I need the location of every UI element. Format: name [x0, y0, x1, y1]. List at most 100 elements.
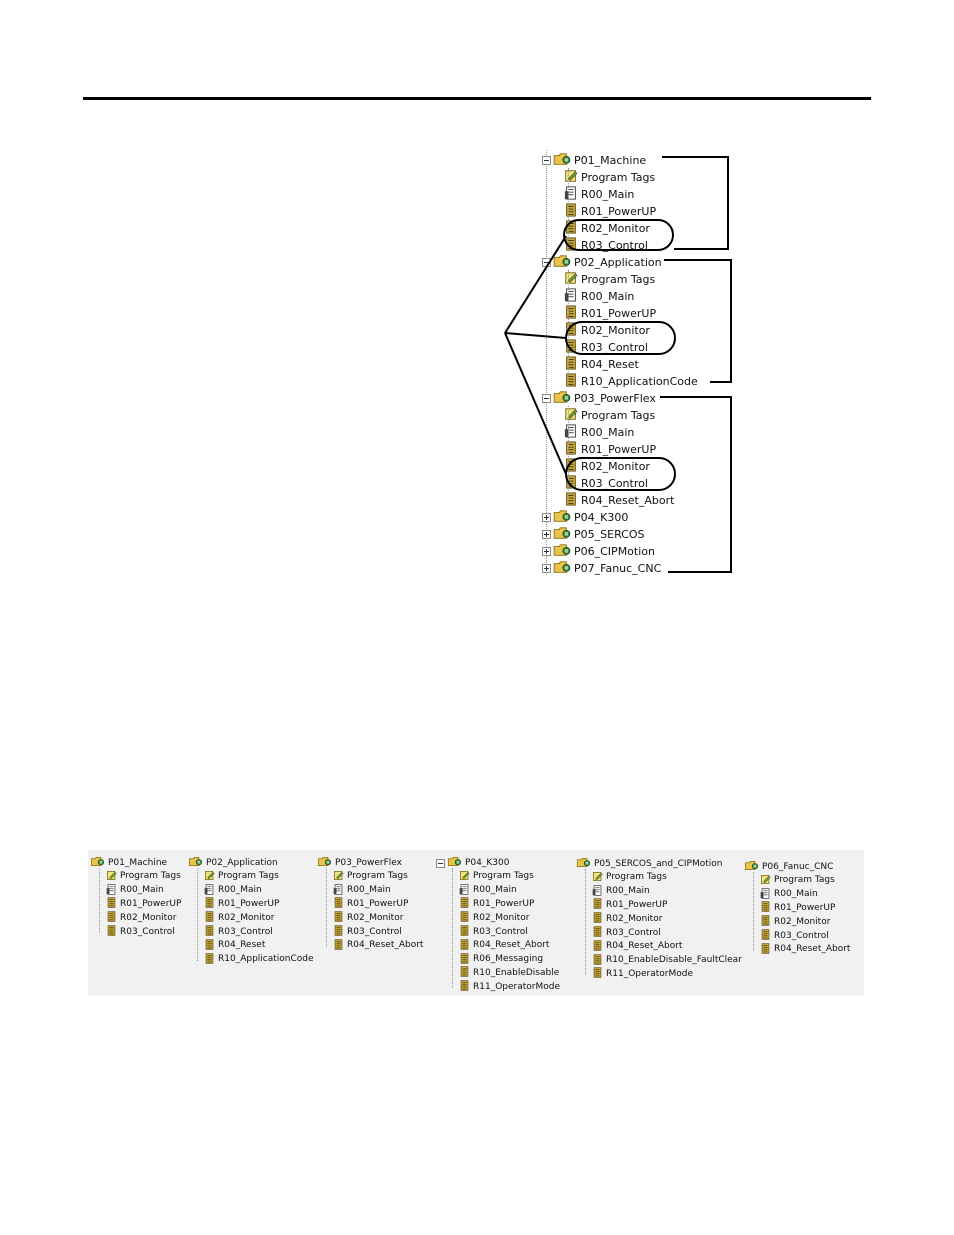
tree-row-r03-control[interactable]: R03_Control [760, 929, 829, 943]
tree-row-r01-powerup[interactable]: R01_PowerUP [459, 897, 534, 911]
tree-row-program-tags[interactable]: Program Tags [459, 870, 534, 884]
tree-row-r03-control[interactable]: R03_Control [459, 925, 528, 939]
tree-row-program-tags[interactable]: Program Tags [106, 870, 181, 884]
collapse-icon[interactable] [436, 858, 445, 868]
routine-icon [204, 939, 215, 953]
tree-row-r11-operatormode[interactable]: R11_OperatorMode [459, 980, 560, 994]
tree-row-program-tags[interactable]: Program Tags [204, 870, 279, 884]
tree-row-r02-monitor[interactable]: R02_Monitor [333, 911, 403, 925]
routine-icon [333, 911, 344, 925]
tree-row-r00-main[interactable]: R00_Main [760, 887, 818, 902]
tree-label: R02_Monitor [581, 323, 650, 337]
tree-row-r01-powerup[interactable]: R01_PowerUP [564, 305, 656, 321]
collapse-icon[interactable] [542, 393, 551, 403]
tree-row-r00-main[interactable]: R00_Main [204, 883, 262, 898]
tree-row-p07-fanuc-cnc[interactable]: P07_Fanuc_CNC [542, 560, 661, 576]
expand-icon[interactable] [542, 546, 551, 556]
tree-row-program-tags[interactable]: Program Tags [564, 271, 655, 287]
tree-row-r02-monitor[interactable]: R02_Monitor [459, 911, 529, 925]
tree-row-r02-monitor[interactable]: R02_Monitor [760, 915, 830, 929]
tree-label: R02_Monitor [606, 913, 663, 924]
tree-row-r02-monitor[interactable]: R02_Monitor [106, 911, 176, 925]
program-node-p02-application[interactable]: P02_Application [188, 856, 278, 870]
tree-row-p05-sercos[interactable]: P05_SERCOS [542, 526, 644, 542]
tree-row-r01-powerup[interactable]: R01_PowerUP [564, 203, 656, 219]
tree-label: Program Tags [473, 871, 534, 882]
tree-row-r00-main[interactable]: R00_Main [564, 186, 634, 202]
tree-label: R04_Reset [581, 357, 639, 371]
tree-row-r00-main[interactable]: R00_Main [106, 883, 164, 898]
tree-row-r00-main[interactable]: R00_Main [564, 424, 634, 440]
tree-row-p06-cipmotion[interactable]: P06_CIPMotion [542, 543, 655, 559]
program-node-p04-k300[interactable]: P04_K300 [436, 856, 509, 870]
tree-row-r03-control[interactable]: R03_Control [333, 925, 402, 939]
tree-row-r02-monitor[interactable]: R02_Monitor [204, 911, 274, 925]
tree-row-r00-main[interactable]: R00_Main [459, 883, 517, 898]
tree-row-r02-monitor[interactable]: R02_Monitor [592, 912, 662, 926]
tree-row-r10-enabledisable[interactable]: R10_EnableDisable [459, 966, 559, 980]
expand-icon[interactable] [542, 512, 551, 522]
tree-row-r03-control[interactable]: R03_Control [592, 926, 661, 940]
program-node-p06-fanuc-cnc[interactable]: P06_Fanuc_CNC [744, 860, 833, 874]
tree-row-program-tags[interactable]: Program Tags [760, 874, 835, 888]
tree-row-r10-enabledisable-faultclear[interactable]: R10_EnableDisable_FaultClear [592, 953, 742, 968]
tree-label: R01_PowerUP [347, 898, 409, 909]
tree-label: R01_PowerUP [581, 442, 657, 456]
tree-label: R00_Main [120, 885, 164, 896]
tree-row-r03-control[interactable]: R03_Control [204, 925, 273, 939]
main-icon [204, 883, 215, 898]
program-node-p03-powerflex[interactable]: P03_PowerFlex [317, 856, 402, 870]
tree-row-r00-main[interactable]: R00_Main [592, 884, 650, 899]
tree-row-r01-powerup[interactable]: R01_PowerUP [333, 897, 408, 911]
collapse-icon[interactable] [542, 155, 551, 165]
tree-row-p03-powerflex[interactable]: P03_PowerFlex [542, 390, 656, 406]
program-icon [447, 856, 462, 870]
tree-row-r04-reset-abort[interactable]: R04_Reset_Abort [760, 943, 850, 957]
expand-icon[interactable] [542, 563, 551, 573]
routine-icon [333, 939, 344, 953]
tree-row-r01-powerup[interactable]: R01_PowerUP [106, 897, 181, 911]
tree-row-program-tags[interactable]: Program Tags [333, 870, 408, 884]
tree-label: R10_ApplicationCode [581, 374, 698, 388]
tree-row-r04-reset-abort[interactable]: R04_Reset_Abort [459, 939, 549, 953]
tree-row-p01-machine[interactable]: P01_Machine [542, 152, 646, 168]
tags-icon [592, 871, 603, 885]
routine-icon [592, 926, 603, 940]
routine-icon [564, 305, 578, 321]
routine-icon [106, 925, 117, 939]
tree-row-r11-operatormode[interactable]: R11_OperatorMode [592, 967, 693, 981]
tree-label: R01_PowerUP [774, 902, 836, 913]
tree-label: Program Tags [581, 170, 656, 184]
tree-row-r04-reset[interactable]: R04_Reset [204, 939, 265, 953]
tree-row-r04-reset-abort[interactable]: R04_Reset_Abort [564, 492, 674, 508]
tree-row-program-tags[interactable]: Program Tags [592, 871, 667, 885]
tree-child-spine [568, 168, 569, 244]
tree-row-r01-powerup[interactable]: R01_PowerUP [592, 898, 667, 912]
tree-row-r03-control[interactable]: R03_Control [106, 925, 175, 939]
tree-row-r04-reset-abort[interactable]: R04_Reset_Abort [333, 939, 423, 953]
tree-row-r00-main[interactable]: R00_Main [333, 883, 391, 898]
routine-icon [592, 912, 603, 926]
expand-icon[interactable] [542, 529, 551, 539]
main-icon [459, 883, 470, 898]
program-node-p05-sercos-and-cipmotion[interactable]: P05_SERCOS_and_CIPMotion [576, 857, 722, 871]
tree-row-r01-powerup[interactable]: R01_PowerUP [204, 897, 279, 911]
tree-row-r04-reset-abort[interactable]: R04_Reset_Abort [592, 940, 682, 954]
routine-icon [459, 952, 470, 967]
tree-row-r10-applicationcode[interactable]: R10_ApplicationCode [204, 952, 314, 967]
main-icon [592, 884, 603, 899]
tree-row-r00-main[interactable]: R00_Main [564, 288, 634, 304]
tree-row-p04-k300[interactable]: P04_K300 [542, 509, 628, 525]
tree-row-program-tags[interactable]: Program Tags [564, 169, 655, 185]
tree-row-r10-applicationcode[interactable]: R10_ApplicationCode [564, 373, 698, 389]
tree-row-program-tags[interactable]: Program Tags [564, 407, 655, 423]
program-node-p01-machine[interactable]: P01_Machine [90, 856, 167, 870]
tree-row-r04-reset[interactable]: R04_Reset [564, 356, 639, 372]
tree-row-r01-powerup[interactable]: R01_PowerUP [564, 441, 656, 457]
routine-icon [459, 980, 470, 994]
program-icon [553, 543, 571, 559]
tree-label: P05_SERCOS [574, 527, 645, 541]
tree-row-r01-powerup[interactable]: R01_PowerUP [760, 901, 835, 915]
tree-row-r06-messaging[interactable]: R06_Messaging [459, 952, 543, 967]
routine-icon [459, 911, 470, 925]
